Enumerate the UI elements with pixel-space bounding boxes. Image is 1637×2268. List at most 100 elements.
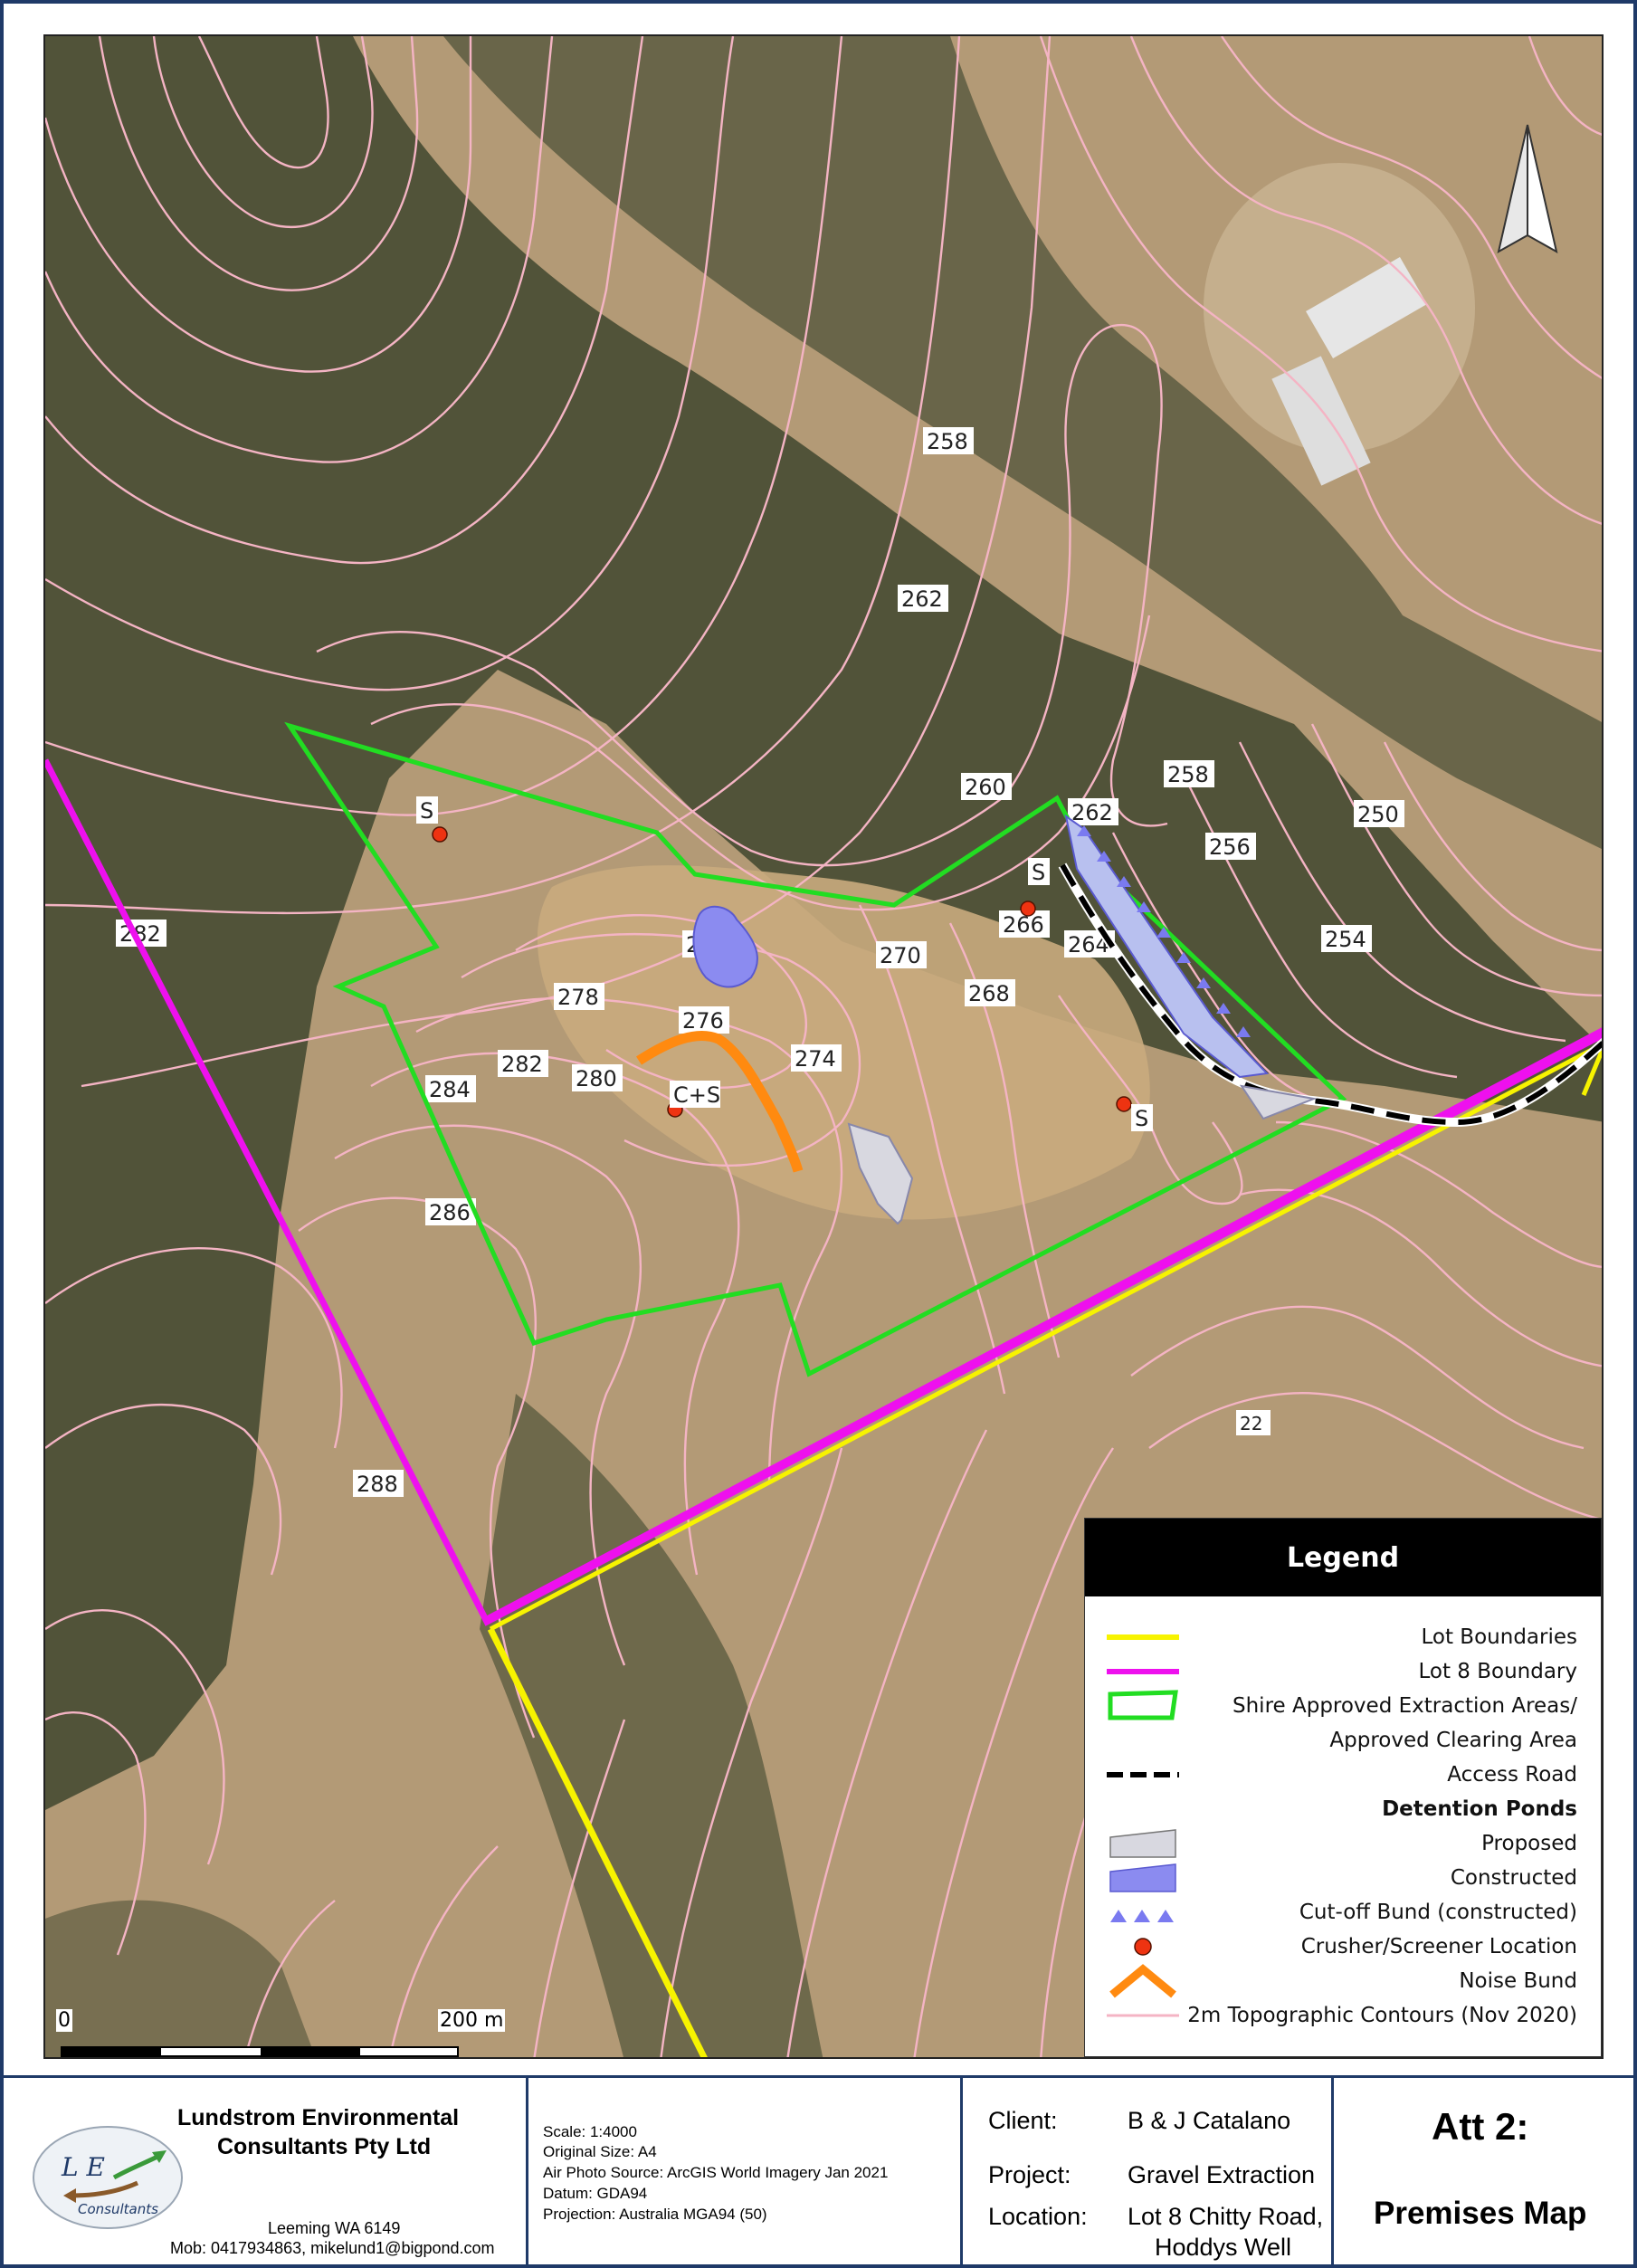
contour-label: 262	[1068, 798, 1118, 825]
legend-item-contours: 2m Topographic Contours (Nov 2020)	[1085, 1998, 1601, 2033]
company-logo-icon: L E Consultants	[33, 2126, 183, 2229]
logo-letters: L E	[61, 2152, 105, 2182]
location-value-2: Hoddys Well	[1155, 2234, 1292, 2261]
map-title: Premises Map	[1374, 2196, 1587, 2231]
contour-label: 266	[999, 910, 1050, 938]
legend-label: Lot Boundaries	[1421, 1625, 1578, 1649]
svg-text:270: 270	[880, 943, 921, 968]
legend-item-detention-ponds: Detention Ponds	[1085, 1792, 1601, 1826]
svg-text:268: 268	[968, 981, 1010, 1006]
crusher-point	[432, 826, 448, 843]
legend-label: Lot 8 Boundary	[1418, 1660, 1577, 1683]
svg-text:262: 262	[1071, 800, 1113, 825]
company-address: Leeming WA 6149	[268, 2219, 401, 2237]
legend-item-noise-bund: Noise Bund	[1085, 1964, 1601, 1998]
point-label: C+S	[670, 1081, 720, 1108]
lot-boundary-corner	[1581, 1045, 1602, 1096]
contour-label: 262	[898, 585, 948, 612]
yellow-line-icon	[1107, 1634, 1179, 1640]
svg-text:258: 258	[927, 429, 968, 454]
map-air-photo-source: Air Photo Source: ArcGIS World Imagery J…	[543, 2164, 889, 2181]
contour-label: 258	[1164, 760, 1214, 787]
crusher-point	[1116, 1096, 1132, 1112]
legend-item-proposed: Proposed	[1085, 1826, 1601, 1861]
svg-text:262: 262	[901, 586, 943, 612]
svg-text:274: 274	[795, 1046, 836, 1072]
client-value: B & J Catalano	[1128, 2107, 1291, 2134]
legend-label: Noise Bund	[1459, 1969, 1577, 1993]
map-original-size: Original Size: A4	[543, 2143, 657, 2160]
lot-boundary-south	[487, 1627, 708, 2057]
project-label: Project:	[988, 2161, 1071, 2188]
north-arrow-icon	[1497, 124, 1558, 253]
svg-text:276: 276	[682, 1008, 724, 1034]
contour-label: 274	[791, 1044, 842, 1072]
legend-label: Proposed	[1481, 1832, 1577, 1855]
project-value: Gravel Extraction	[1128, 2161, 1316, 2188]
title-cell: Att 2: Premises Map	[1334, 2078, 1633, 2267]
svg-text:260: 260	[965, 775, 1006, 800]
location-label: Location:	[988, 2203, 1088, 2230]
svg-text:S: S	[1032, 860, 1045, 885]
legend-label: Approved Clearing Area	[1329, 1729, 1577, 1752]
chevron-icon	[1109, 1964, 1176, 1998]
legend-label: Access Road	[1447, 1763, 1577, 1787]
cut-off-bund	[1077, 825, 1251, 1037]
legend-label: Cut-off Bund (constructed)	[1299, 1901, 1577, 1924]
map-projection: Projection: Australia MGA94 (50)	[543, 2206, 767, 2223]
contour-label: 260	[961, 773, 1012, 800]
pink-line-icon	[1107, 2014, 1179, 2017]
svg-text:286: 286	[429, 1200, 471, 1225]
lot8-boundary-overlay	[485, 1027, 1602, 1621]
magenta-line-icon	[1107, 1669, 1179, 1674]
legend-title: Legend	[1085, 1519, 1601, 1596]
client-label: Client:	[988, 2107, 1058, 2134]
contour-label: 288	[353, 1470, 404, 1497]
contour-label: 268	[965, 979, 1015, 1006]
detention-pond-proposed-east	[1239, 1084, 1318, 1120]
svg-text:258: 258	[1167, 762, 1209, 787]
svg-text:250: 250	[1357, 802, 1399, 827]
legend-label: Constructed	[1450, 1866, 1577, 1890]
dashed-line-icon	[1107, 1772, 1179, 1777]
map-info-cell: Scale: 1:4000 Original Size: A4 Air Phot…	[528, 2078, 963, 2267]
noise-bund	[636, 1031, 804, 1173]
proposed-pond-icon	[1109, 1829, 1176, 1858]
company-name-line1: Lundstrom Environmental	[177, 2105, 460, 2130]
contour-label: 258	[923, 427, 974, 454]
svg-text:284: 284	[429, 1077, 471, 1102]
point-labels: S S C+S S	[416, 796, 1153, 1131]
crusher-screener-locations	[432, 826, 1132, 1118]
scale-start-label: 0	[56, 2009, 72, 2032]
title-block: L E Consultants Lundstrom Environmental …	[4, 2075, 1633, 2267]
legend-label: Crusher/Screener Location	[1300, 1935, 1577, 1958]
legend-item-extraction-area: Shire Approved Extraction Areas/	[1085, 1689, 1601, 1723]
svg-text:S: S	[1135, 1106, 1148, 1131]
map-legend: Legend Lot Boundaries Lot 8 Boundary Shi…	[1084, 1518, 1602, 2057]
contour-label: 284	[425, 1075, 476, 1102]
legend-item-lot8-boundary: Lot 8 Boundary	[1085, 1654, 1601, 1689]
contour-label: 254	[1321, 925, 1372, 952]
contour-label: 256	[1205, 833, 1256, 860]
red-dot-icon	[1134, 1938, 1152, 1956]
company-cell: L E Consultants Lundstrom Environmental …	[4, 2078, 528, 2267]
scale-end-label: 200 m	[438, 2009, 506, 2032]
legend-item-access-road: Access Road	[1085, 1758, 1601, 1792]
extraction-area	[284, 721, 1347, 1377]
contour-label: 286	[425, 1198, 476, 1225]
svg-text:266: 266	[1003, 912, 1044, 938]
detention-pond-constructed	[692, 906, 758, 988]
contour-label: 276	[679, 1006, 729, 1034]
access-road	[1060, 863, 1602, 1126]
contour-label: 278	[554, 983, 604, 1010]
lot-boundary-east	[489, 1042, 1602, 1632]
green-polygon-icon	[1108, 1690, 1178, 1720]
contour-label: 280	[572, 1064, 623, 1091]
map-scale: Scale: 1:4000	[543, 2123, 637, 2140]
contour-label: 250	[1354, 800, 1404, 827]
client-cell: Client: B & J Catalano Project: Gravel E…	[963, 2078, 1334, 2267]
lot8-boundary	[45, 758, 1602, 1626]
map-datum: Datum: GDA94	[543, 2185, 648, 2202]
legend-heading: Detention Ponds	[1382, 1797, 1577, 1821]
svg-text:S: S	[420, 798, 433, 824]
